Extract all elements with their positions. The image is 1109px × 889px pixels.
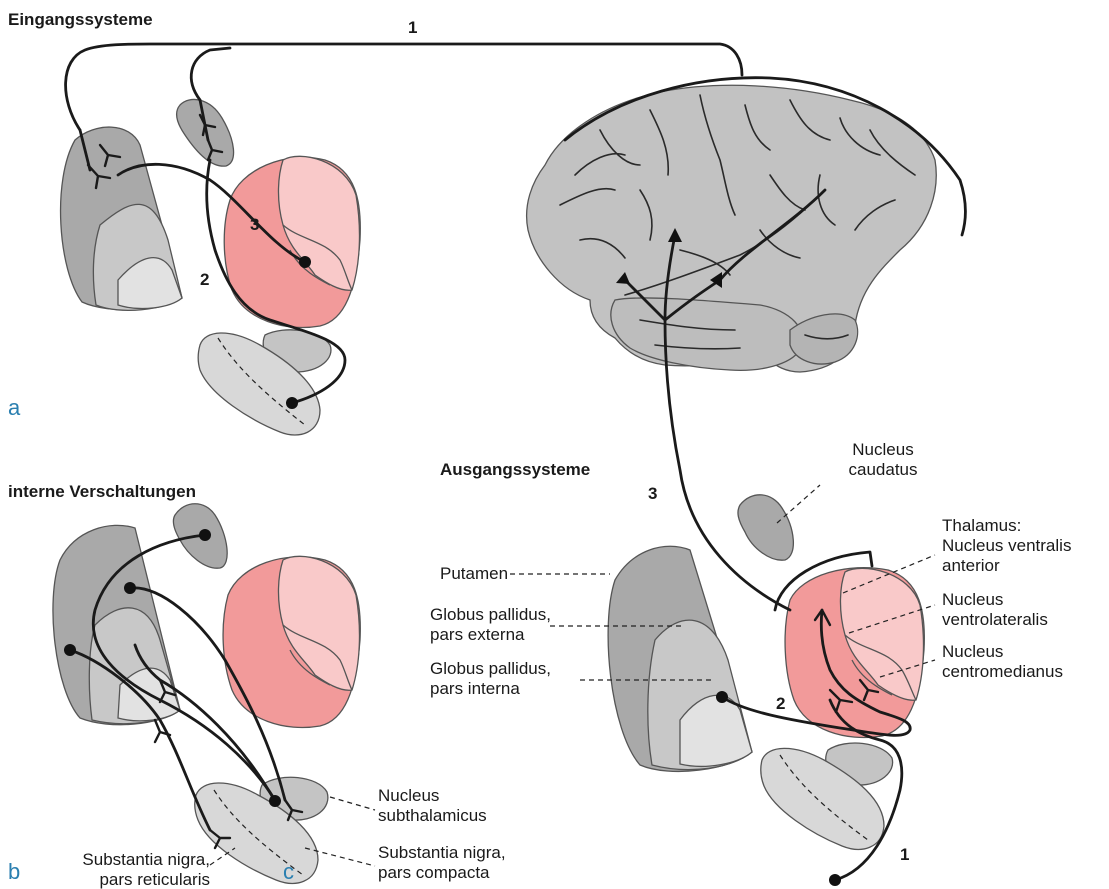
brain	[527, 78, 966, 372]
label-nucleus-caudatus: Nucleus caudatus	[823, 440, 943, 480]
pathway-number-1-top: 1	[408, 18, 417, 38]
label-globus-pallidus-externa: Globus pallidus, pars externa	[430, 605, 551, 645]
pathway-number-3-a: 3	[250, 215, 259, 235]
label-nucleus-subthalamicus: Nucleus subthalamicus	[378, 786, 487, 826]
panel-letter-b: b	[8, 862, 20, 882]
pathway-number-2-a: 2	[200, 270, 209, 290]
caudate-c	[738, 495, 793, 560]
label-nucleus-ventrolateralis: Nucleus ventrolateralis	[942, 590, 1048, 630]
panel-c-structures	[608, 495, 924, 850]
panel-a-structures	[61, 99, 361, 435]
label-thalamus-ventralis-anterior: Thalamus: Nucleus ventralis anterior	[942, 516, 1071, 576]
pathway-number-3-c: 3	[648, 484, 657, 504]
section-heading-output: Ausgangssysteme	[440, 460, 590, 480]
label-globus-pallidus-interna: Globus pallidus, pars interna	[430, 659, 551, 699]
pathway-number-2-c: 2	[776, 694, 785, 714]
panel-letter-a: a	[8, 398, 20, 418]
section-heading-input: Eingangssysteme	[8, 10, 153, 30]
label-nucleus-centromedianus: Nucleus centromedianus	[942, 642, 1063, 682]
pathway-number-1-c: 1	[900, 845, 909, 865]
panel-b-structures	[53, 504, 360, 884]
label-putamen: Putamen	[440, 564, 508, 584]
section-heading-internal: interne Verschaltungen	[8, 482, 196, 502]
label-substantia-nigra-compacta: Substantia nigra, pars compacta	[378, 843, 506, 883]
label-substantia-nigra-reticularis: Substantia nigra, pars reticularis	[20, 850, 210, 889]
caudate-a	[177, 99, 234, 166]
panel-letter-c: c	[283, 862, 294, 882]
